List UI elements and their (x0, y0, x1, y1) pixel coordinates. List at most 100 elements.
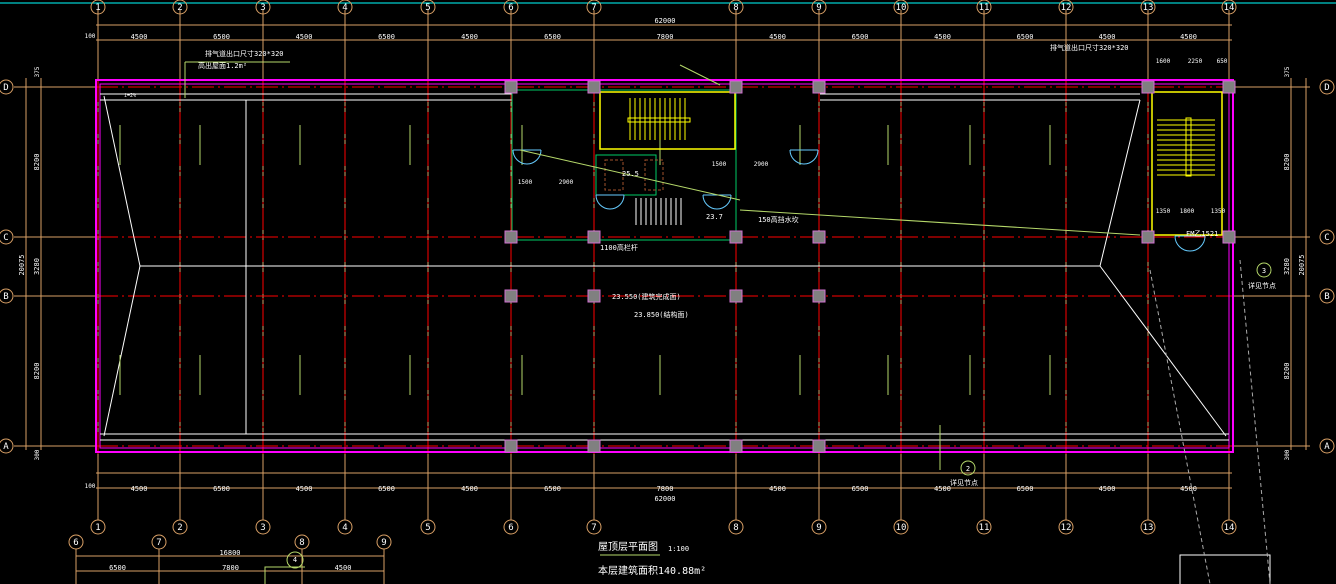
axis-bottom-10-bubble (893, 519, 909, 535)
axis-top-7-label: 7 (591, 3, 596, 13)
axis-bottom-8-bubble (728, 519, 744, 535)
axis-top-8-bubble (728, 0, 744, 15)
axis-bottom-2-bubble (172, 519, 188, 535)
lower-dim-span: 7800 (222, 564, 239, 572)
axis-top-13-bubble (1140, 0, 1156, 15)
axis-top-14-bubble (1221, 0, 1237, 15)
detail-2-label: 详见节点 (950, 479, 978, 487)
area-label: 本层建筑面积140.88m² (598, 566, 707, 577)
axis-right-A-bubble (1319, 438, 1335, 454)
axis-top-10-label: 10 (896, 3, 907, 13)
note-vent-size: 排气道出口尺寸320*320 (205, 50, 284, 58)
dim-right-top: 375 (1284, 66, 1291, 77)
elevation-finish: 23.550(建筑完成面) (612, 293, 681, 301)
axis-right-D-bubble (1319, 79, 1335, 95)
leader-line (264, 566, 305, 584)
axis-bottom-3-bubble (255, 519, 271, 535)
axis-bottom-6-bubble (503, 519, 519, 535)
axis-top-4-bubble (337, 0, 353, 15)
dim-top-span: 6500 (378, 33, 395, 41)
axis-bottom-13-label: 13 (1143, 523, 1154, 533)
dim-left-bottom: 300 (34, 449, 41, 460)
stair-dim-bottom: 1800 (1180, 208, 1195, 215)
axis-right-B-bubble (1319, 288, 1335, 304)
dim-top-span: 7800 (657, 33, 674, 41)
column (729, 230, 743, 244)
leader-line (519, 149, 741, 201)
ridge-line (1099, 99, 1141, 267)
axis-top-12-bubble (1058, 0, 1074, 15)
column (729, 289, 743, 303)
parapet-outline (95, 79, 1234, 453)
axis-bottom-1-label: 1 (95, 523, 100, 533)
axis-top-4-label: 4 (342, 3, 347, 13)
axis-left-A-bubble (0, 438, 14, 454)
axis-left-A-label: A (3, 442, 9, 452)
dim-bottom-span: 4500 (769, 485, 786, 493)
ridge-line (103, 265, 141, 437)
leader-line (739, 209, 1141, 236)
note-curb: 150高挡水坎 (758, 216, 799, 224)
dim-total-top: 62000 (654, 17, 675, 25)
elevation-structure: 23.850(结构面) (634, 311, 689, 319)
lower-axis-6-label: 6 (73, 538, 78, 548)
column (812, 439, 826, 453)
axis-right-B-label: B (1324, 292, 1329, 302)
stair-dim-top: 2250 (1188, 58, 1203, 65)
column (504, 80, 518, 94)
elevator-car (644, 159, 664, 191)
dim-bottom-span: 6500 (1017, 485, 1034, 493)
dim-left-top: 375 (34, 66, 41, 77)
lower-axis-7-label: 7 (156, 538, 161, 548)
axis-top-2-bubble (172, 0, 188, 15)
stair-dim-bottom: 1350 (1156, 208, 1171, 215)
dim-offset-bottom: 100 (85, 483, 96, 490)
axis-top-6-label: 6 (508, 3, 513, 13)
axis-top-5-label: 5 (425, 3, 430, 13)
axis-top-2-label: 2 (177, 3, 182, 13)
dim-left-span: 8200 (33, 363, 41, 380)
axis-top-6-bubble (503, 0, 519, 15)
dim-left-span: 3280 (33, 258, 41, 275)
door-icon (595, 194, 625, 210)
column (812, 230, 826, 244)
core-dim: 2900 (559, 179, 574, 186)
axis-right-C-bubble (1319, 229, 1335, 245)
leader-line (679, 64, 721, 86)
lower-dim-span: 6500 (109, 564, 126, 572)
dim-bottom-span: 6500 (213, 485, 230, 493)
axis-bottom-6-label: 6 (508, 523, 513, 533)
door-icon (789, 149, 819, 165)
axis-top-1-label: 1 (95, 3, 100, 13)
dim-bottom-span: 4500 (131, 485, 148, 493)
axis-bottom-5-label: 5 (425, 523, 430, 533)
dim-bottom-span: 4500 (1180, 485, 1197, 493)
column (729, 80, 743, 94)
stair-handrail (1185, 117, 1192, 177)
axis-top-5-bubble (420, 0, 436, 15)
axis-right-C-label: C (1324, 233, 1329, 243)
elevator-car (604, 159, 624, 191)
dim-bottom-span: 4500 (1099, 485, 1116, 493)
axis-top-8-label: 8 (733, 3, 738, 13)
axis-top-11-bubble (976, 0, 992, 15)
core-dim: 1500 (518, 179, 533, 186)
stair-door-label: FM乙1521 (1186, 230, 1219, 238)
drawing-title: 屋顶层平面图 (598, 542, 658, 553)
column (504, 230, 518, 244)
stair-dim-bottom: 1350 (1211, 208, 1226, 215)
dim-right-span: 8200 (1283, 154, 1291, 171)
dim-top-span: 4500 (296, 33, 313, 41)
axis-bottom-4-bubble (337, 519, 353, 535)
column (1141, 230, 1155, 244)
detail-2-number: 2 (966, 465, 970, 473)
axis-left-C-label: C (3, 233, 8, 243)
elevation-stair: 25.5 (622, 170, 639, 178)
dim-right-span: 8200 (1283, 363, 1291, 380)
axis-top-10-bubble (893, 0, 909, 15)
dim-top-span: 6500 (1017, 33, 1034, 41)
axis-left-B-label: B (3, 292, 8, 302)
stair-handrail (627, 117, 691, 123)
dim-bottom-span: 4500 (296, 485, 313, 493)
